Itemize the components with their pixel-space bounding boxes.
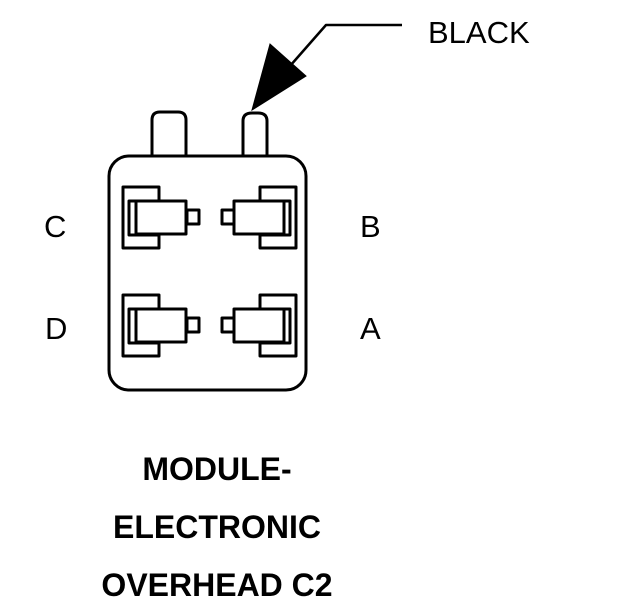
pin-label-a: A	[360, 311, 381, 346]
pin-label-b: B	[360, 209, 381, 244]
connector-body	[107, 154, 308, 392]
pin-label-d: D	[45, 311, 68, 346]
locking-tab-left	[150, 110, 188, 156]
leader-arrowhead	[251, 43, 307, 112]
locking-tab-right	[241, 111, 269, 156]
terminal-cavity-b	[220, 185, 298, 250]
leader-line	[289, 23, 402, 67]
wire-color-label: BLACK	[428, 15, 530, 50]
caption-line-1: MODULE-	[142, 451, 292, 487]
connector-diagram	[107, 23, 402, 392]
terminal-cavity-a	[220, 293, 298, 358]
caption-line-3: OVERHEAD C2	[101, 567, 333, 603]
terminal-cavity-d	[121, 293, 201, 358]
terminal-cavity-c	[121, 185, 201, 250]
caption-line-2: ELECTRONIC	[113, 509, 321, 545]
connector-caption: MODULE- ELECTRONIC OVERHEAD C2	[0, 440, 434, 614]
pin-label-c: C	[44, 209, 67, 244]
